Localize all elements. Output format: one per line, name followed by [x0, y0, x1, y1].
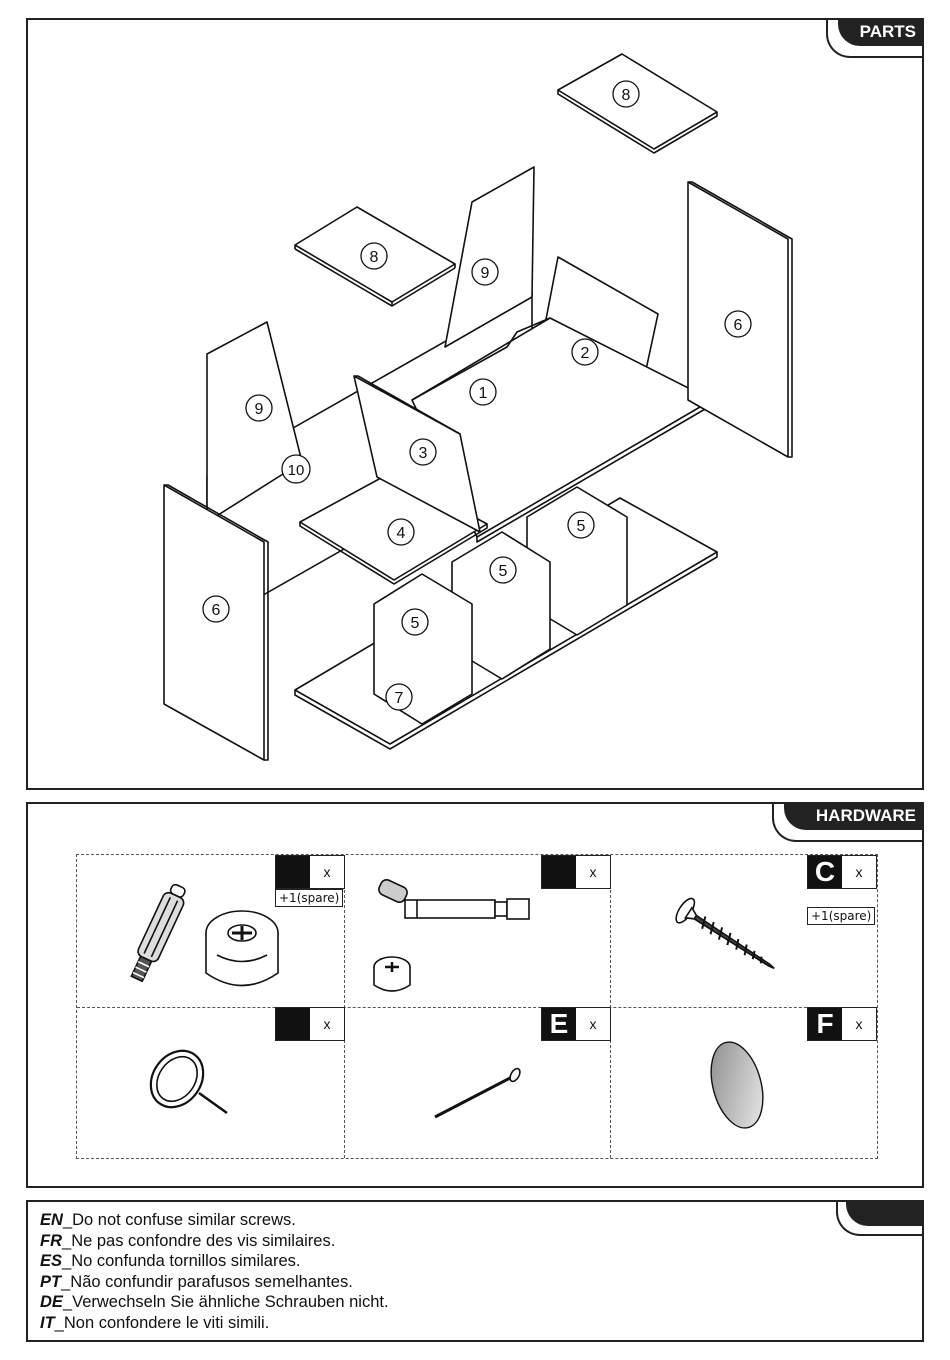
- label-6-a: 6: [212, 602, 221, 619]
- note-de: DE_Verwechseln Sie ähnliche Schrauben ni…: [40, 1292, 389, 1313]
- grid-divider: [344, 855, 345, 1158]
- note-it: IT_Non confondere le viti simili.: [40, 1313, 389, 1334]
- qty-box-b: x: [541, 855, 611, 889]
- note-es: ES_No confunda tornillos similares.: [40, 1251, 389, 1272]
- qty-box-a: x: [275, 855, 345, 889]
- hardware-panel: HARDWARE x +1(spare): [26, 802, 924, 1188]
- wood-screw-icon: [675, 897, 775, 970]
- note-lang: PT: [40, 1272, 62, 1291]
- hardware-letter-d: [276, 1008, 310, 1040]
- note-en: EN_Do not confuse similar screws.: [40, 1210, 389, 1231]
- label-2: 2: [581, 345, 590, 362]
- parts-panel: PARTS: [26, 18, 924, 790]
- qty-box-d: x: [275, 1007, 345, 1041]
- hardware-title: HARDWARE: [815, 806, 916, 825]
- notes-tab: [846, 1200, 924, 1226]
- hardware-letter-e: E: [542, 1008, 576, 1040]
- qty-box-f: F x: [807, 1007, 877, 1041]
- spare-note-a: +1(spare): [275, 889, 344, 907]
- spare-note-c: +1(spare): [807, 907, 876, 925]
- note-fr: FR_Ne pas confondre des vis similaires.: [40, 1231, 389, 1252]
- label-8-b: 8: [622, 87, 631, 104]
- label-5-b: 5: [499, 563, 508, 580]
- note-text: Ne pas confondre des vis similaires.: [71, 1231, 336, 1250]
- parts-tab-outline: [826, 18, 924, 58]
- label-6-b: 6: [734, 317, 743, 334]
- label-10: 10: [288, 462, 305, 479]
- parts-title: PARTS: [859, 22, 916, 41]
- label-9-b: 9: [481, 265, 490, 282]
- label-4: 4: [397, 525, 406, 542]
- grid-divider: [610, 855, 611, 1158]
- cam-bolt-and-cam-lock-icon: [130, 883, 279, 987]
- label-3: 3: [419, 445, 428, 462]
- note-text: Non confondere le viti simili.: [63, 1313, 270, 1332]
- hardware-tab-outline: [772, 802, 924, 842]
- note-text: Do not confuse similar screws.: [72, 1211, 296, 1229]
- label-5-a: 5: [577, 518, 586, 535]
- qty-x-f: x: [855, 1016, 863, 1032]
- parts-exploded-diagram: 1 2 3 4 5 5 5 6 6 7 8 8 9 9 10: [163, 53, 793, 761]
- note-sep: _: [54, 1313, 64, 1332]
- hardware-letter-b: [542, 856, 576, 888]
- label-8-a: 8: [370, 249, 379, 266]
- note-sep: _: [62, 1231, 72, 1250]
- panel-8-right: [557, 53, 718, 150]
- note-lang: DE: [40, 1293, 63, 1311]
- label-9-a: 9: [255, 401, 264, 418]
- qty-box-c: C x: [807, 855, 877, 889]
- note-lang: ES: [40, 1252, 63, 1270]
- grid-divider: [77, 1007, 877, 1008]
- note-sep: _: [62, 1252, 72, 1270]
- note-sep: _: [62, 1293, 73, 1311]
- note-sep: _: [61, 1272, 71, 1291]
- panel-9-right: [444, 166, 535, 348]
- hardware-tab: HARDWARE: [784, 802, 924, 830]
- note-text: Verwechseln Sie ähnliche Schrauben nicht…: [72, 1293, 389, 1311]
- bumper-pad-icon: [710, 1041, 764, 1129]
- note-lang: IT: [40, 1313, 55, 1332]
- note-lang: EN: [40, 1211, 63, 1229]
- hardware-letter-c: C: [808, 856, 842, 888]
- warning-notes: EN_Do not confuse similar screws. FR_Ne …: [40, 1210, 389, 1333]
- nail-icon: [434, 1067, 521, 1119]
- note-text: Não confundir parafusos semelhantes.: [70, 1272, 353, 1291]
- label-1: 1: [479, 385, 488, 402]
- qty-x-c: x: [855, 864, 863, 880]
- qty-box-e: E x: [541, 1007, 611, 1041]
- qty-x-e: x: [589, 1016, 597, 1032]
- note-sep: _: [62, 1211, 73, 1229]
- note-text: No confunda tornillos similares.: [71, 1252, 301, 1270]
- qty-x-b: x: [589, 864, 597, 880]
- hardware-letter-f: F: [808, 1008, 842, 1040]
- qty-x-d: x: [323, 1016, 331, 1032]
- notes-panel: EN_Do not confuse similar screws. FR_Ne …: [26, 1200, 924, 1342]
- label-7: 7: [395, 690, 404, 707]
- parts-tab: PARTS: [838, 18, 924, 46]
- hardware-grid: x +1(spare) x: [76, 854, 878, 1159]
- note-pt: PT_Não confundir parafusos semelhantes.: [40, 1272, 389, 1293]
- notes-tab-outline: [836, 1200, 924, 1236]
- hardware-letter-a: [276, 856, 310, 888]
- long-cam-bolt-icon: [373, 879, 530, 992]
- furniture-glide-nail-icon: [149, 1049, 228, 1115]
- note-lang: FR: [40, 1231, 62, 1250]
- qty-x-a: x: [323, 864, 331, 880]
- label-5-c: 5: [411, 615, 420, 632]
